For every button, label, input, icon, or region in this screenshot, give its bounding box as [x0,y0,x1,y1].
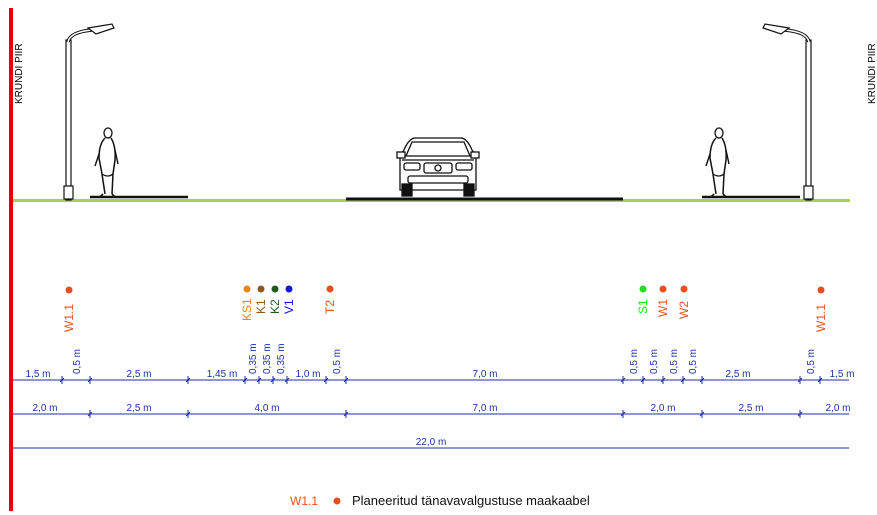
dimension-label: 0,5 m [332,349,343,374]
legend: W1.1 Planeeritud tänavavalgustuse maakaa… [290,493,590,508]
car-icon [396,137,480,197]
dimension-row-zones [13,410,849,418]
legend-marker-dot [333,497,341,505]
dimension-ticks [59,376,823,384]
dimension-label: 1,5 m [829,369,854,380]
boundary-label-left: KRUNDI PIIR [14,43,25,104]
dimension-label: 1,0 m [295,369,320,380]
legend-marker-label: W1.1 [290,494,318,508]
dimension-label: 0,35 m [262,343,273,374]
marker-label: W1 [656,299,670,317]
lamp-post-left-icon [63,23,115,201]
dimension-labels-zones: 2,0 m 2,5 m 4,0 m 7,0 m 2,0 m 2,5 m 2,0 … [32,403,850,414]
dimension-label-total: 22,0 m [416,437,447,448]
marker-k1: K1 [254,285,268,314]
dimension-label: 0,35 m [276,343,287,374]
lamp-post-right-icon [762,23,814,201]
dimension-label: 2,0 m [825,403,850,414]
marker-w1: W1 [656,285,670,317]
dimension-label: 0,35 m [248,343,259,374]
pedestrian-right-icon [705,127,730,198]
marker-label: W1.1 [62,304,76,332]
marker-s1: S1 [636,285,650,314]
dimension-label: 1,5 m [25,369,50,380]
dimension-label: 2,5 m [126,403,151,414]
marker-t2: T2 [323,285,337,314]
marker-label: W2 [677,301,691,319]
marker-v1: V1 [282,285,296,314]
dimension-label: 2,0 m [32,403,57,414]
dimension-label: 0,5 m [649,349,660,374]
dimension-ticks [87,410,803,418]
marker-k2: K2 [268,285,282,314]
dimension-label: 4,0 m [254,403,279,414]
dimension-label: 0,5 m [669,349,680,374]
marker-w1-1-right: W1.1 [814,286,828,332]
marker-label: KS1 [240,298,254,321]
dimension-label: 0,5 m [688,349,699,374]
marker-label: K2 [268,299,282,314]
marker-ks1: KS1 [240,285,254,321]
marker-label: V1 [282,299,296,314]
dimension-label: 0,5 m [629,349,640,374]
property-boundary-line [9,8,13,511]
dimension-label: 2,5 m [725,369,750,380]
dimension-label: 7,0 m [472,369,497,380]
dimension-labels-detailed: 1,5 m 0,5 m 2,5 m 1,45 m 0,35 m 0,35 m 0… [25,343,854,380]
marker-label: T2 [323,300,337,314]
dimension-label: 0,5 m [72,349,83,374]
marker-label: S1 [636,299,650,314]
dimension-label: 1,45 m [207,369,238,380]
marker-w1-1-left: W1.1 [62,286,76,332]
dimension-label: 7,0 m [472,403,497,414]
boundary-label-right: KRUNDI PIIR [867,43,877,104]
dimension-label: 0,5 m [806,349,817,374]
marker-label: W1.1 [814,304,828,332]
dimension-row-detailed [13,376,849,384]
marker-w2: W2 [677,285,691,319]
marker-label: K1 [254,299,268,314]
pedestrian-left-icon [94,127,119,198]
dimension-label: 2,5 m [738,403,763,414]
dimension-label: 2,0 m [650,403,675,414]
legend-description: Planeeritud tänavavalgustuse maakaabel [352,493,590,508]
dimension-label: 2,5 m [126,369,151,380]
